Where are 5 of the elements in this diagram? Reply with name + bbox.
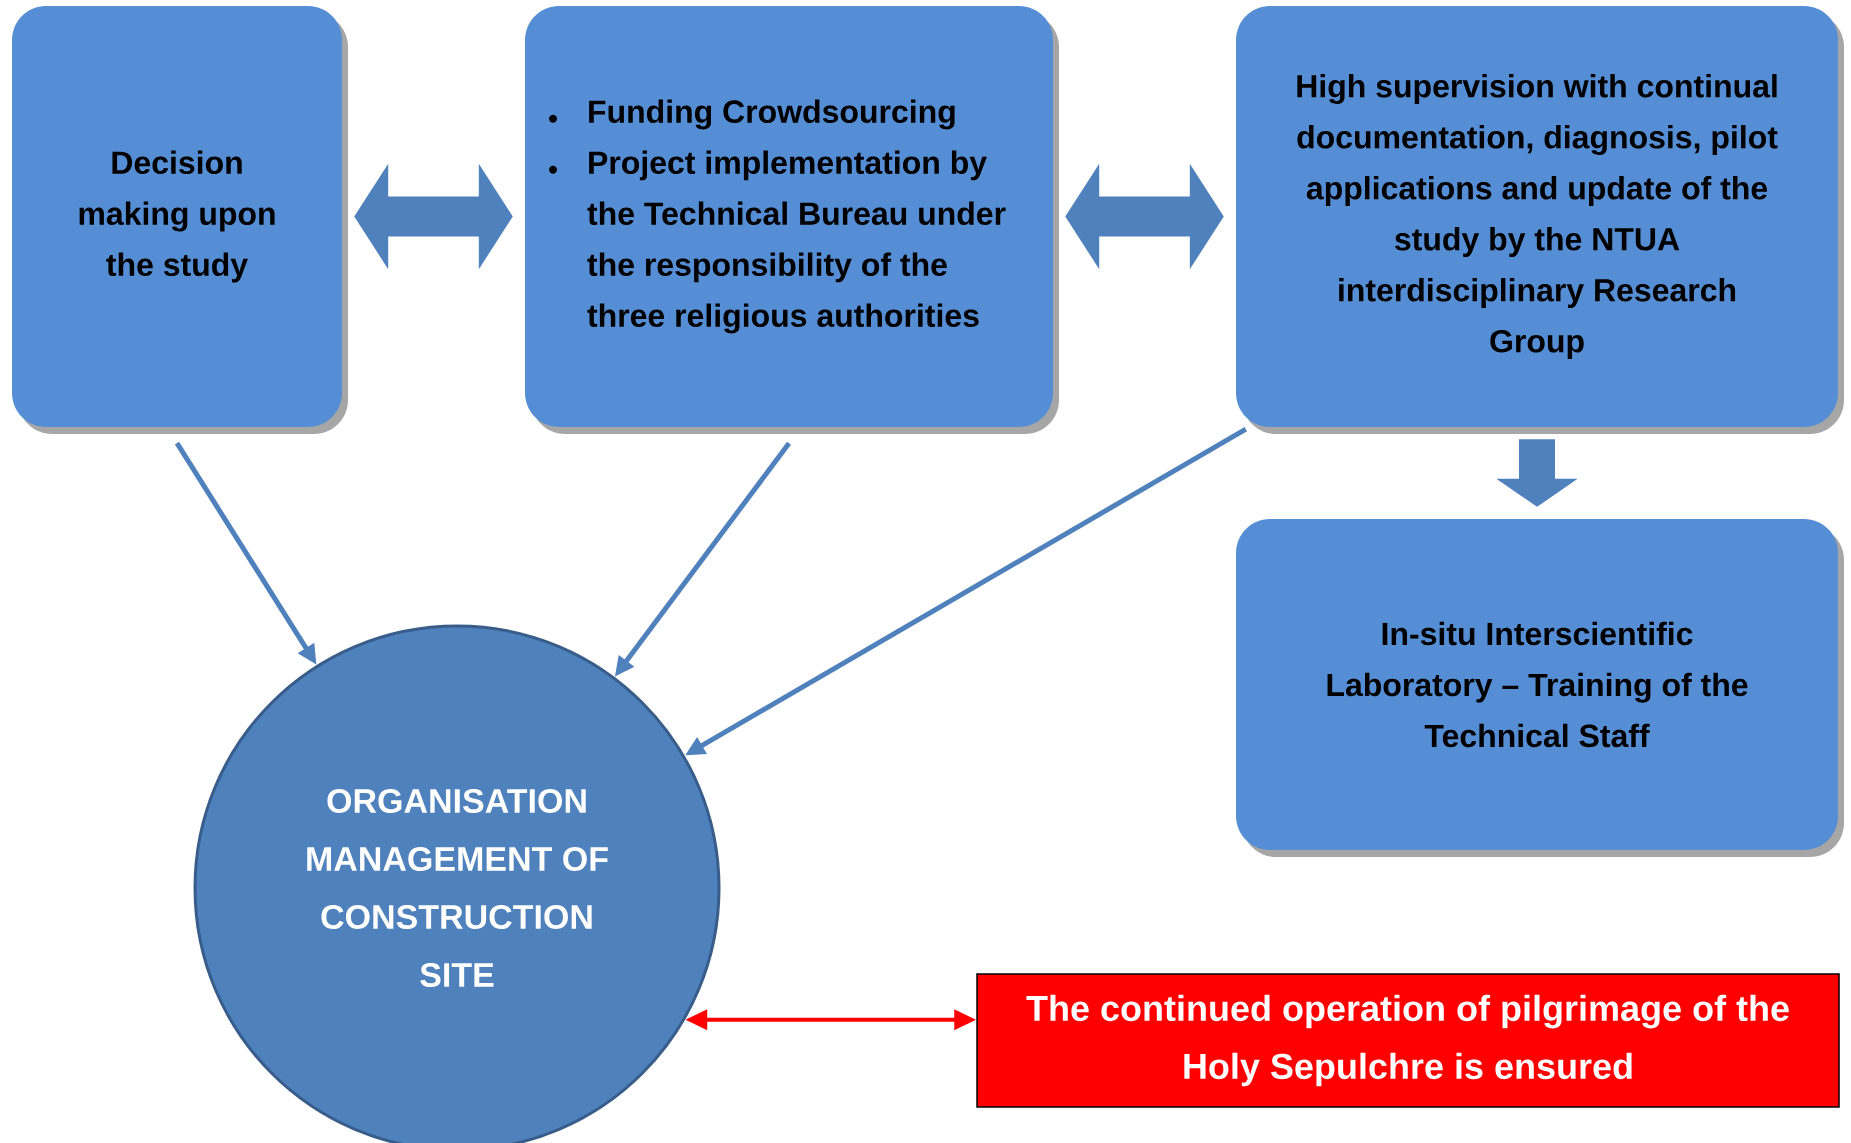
process-box: Funding Crowdsourcing Project implementation by the Technical Bureau under the responsibility of the three religious authorities — [525, 6, 1053, 427]
process-box: High supervision with continual documentation, diagnosis, pilot applications and update of the study by the NTUA interdisciplinary Research Group — [1236, 6, 1839, 427]
process-box: Decision making upon the study — [12, 6, 342, 427]
result-box: The continued operation of pilgrimage of the Holy Sepulchre is ensured — [976, 973, 1840, 1108]
process-box: In-situ Interscientific Laboratory – Training of the Technical Staff — [1236, 519, 1839, 850]
